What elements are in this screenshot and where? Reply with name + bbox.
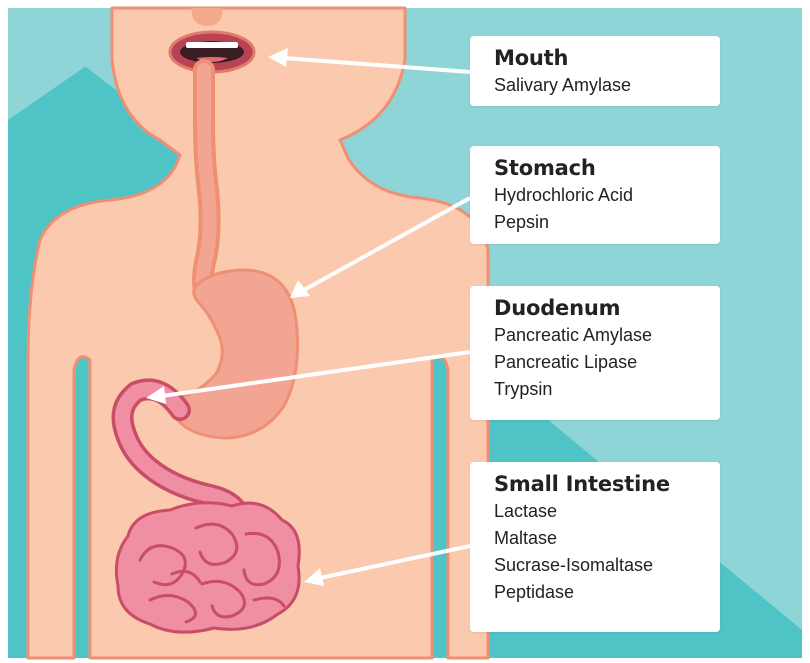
small-intestine-enzyme: Sucrase-Isomaltase (494, 552, 706, 579)
stomach-label: Stomach Hydrochloric Acid Pepsin (470, 146, 720, 244)
teeth (186, 42, 238, 48)
small-intestine-enzyme: Peptidase (494, 579, 706, 606)
small-intestine-title: Small Intestine (494, 470, 706, 498)
duodenum-label: Duodenum Pancreatic Amylase Pancreatic L… (470, 286, 720, 420)
mouth-title: Mouth (494, 44, 706, 72)
stomach-enzyme: Pepsin (494, 209, 706, 236)
small-intestine-enzyme: Maltase (494, 525, 706, 552)
intestine-mass (116, 503, 299, 632)
duodenum-enzyme: Pancreatic Lipase (494, 349, 706, 376)
small-intestine-label: Small Intestine Lactase Maltase Sucrase-… (470, 462, 720, 632)
duodenum-title: Duodenum (494, 294, 706, 322)
esophagus-inner (203, 70, 210, 296)
mouth-enzyme: Salivary Amylase (494, 72, 706, 99)
duodenum-enzyme: Trypsin (494, 376, 706, 403)
mouth-label: Mouth Salivary Amylase (470, 36, 720, 106)
small-intestine (116, 503, 299, 632)
stomach-title: Stomach (494, 154, 706, 182)
small-intestine-enzyme: Lactase (494, 498, 706, 525)
stomach-enzyme: Hydrochloric Acid (494, 182, 706, 209)
duodenum-enzyme: Pancreatic Amylase (494, 322, 706, 349)
